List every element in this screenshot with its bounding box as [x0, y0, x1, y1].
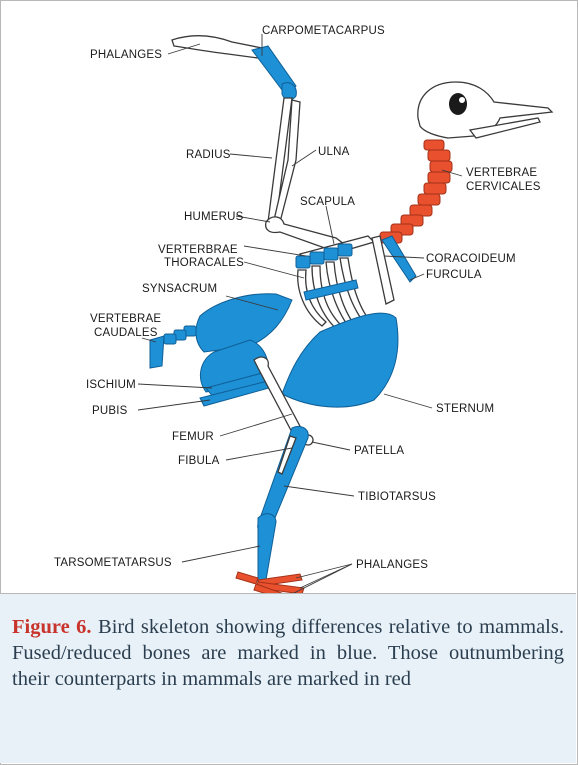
tarsometatarsus-bone: [258, 514, 276, 582]
label-humerus: HUMERUS: [184, 211, 244, 223]
bird-skeleton-diagram: .bone { fill: #ffffff; stroke: #3a3a3a; …: [0, 0, 578, 593]
leader-lines: [138, 34, 462, 593]
label-ulna: ULNA: [318, 146, 350, 158]
label-synsacrum: SYNSACRUM: [142, 283, 217, 295]
wing-phalanges-bone: [172, 36, 262, 58]
caption-paragraph: Figure 6. Bird skeleton showing differen…: [12, 614, 564, 692]
label-verterbrae-thoracales-2: THORACALES: [164, 257, 244, 269]
label-vertebrae-caudales-2: CAUDALES: [94, 327, 158, 339]
label-vertebrae-cervicales-1: VERTEBRAE: [466, 167, 537, 179]
label-phalanges-foot: PHALANGES: [356, 559, 428, 571]
label-phalanges-wing: PHALANGES: [90, 49, 162, 61]
label-carpometacarpus: CARPOMETACARPUS: [262, 25, 385, 37]
eye-ring: [459, 97, 465, 103]
label-patella: PATELLA: [354, 445, 404, 457]
label-sternum: STERNUM: [436, 403, 494, 415]
sternum-bone: [282, 313, 398, 407]
label-tibiotarsus: TIBIOTARSUS: [358, 491, 436, 503]
figure-caption: Figure 6. Bird skeleton showing differen…: [0, 593, 576, 763]
label-coracoideum: CORACOIDEUM: [426, 253, 516, 265]
label-radius: RADIUS: [186, 149, 231, 161]
label-femur: FEMUR: [172, 431, 214, 443]
label-scapula: SCAPULA: [300, 196, 355, 208]
label-vertebrae-cervicales-2: CERVICALES: [466, 181, 541, 193]
caption-figure-label: Figure 6.: [12, 616, 92, 638]
caption-text: Bird skeleton showing differences relati…: [12, 616, 564, 690]
head-neck: [380, 82, 552, 243]
eye-socket: [449, 93, 467, 115]
label-tarsometatarsus: TARSOMETATARSUS: [54, 557, 172, 569]
label-furcula: FURCULA: [426, 269, 482, 281]
label-verterbrae-thoracales-1: VERTERBRAE: [158, 244, 238, 256]
label-pubis: PUBIS: [92, 405, 128, 417]
foot-phalanges: [236, 572, 304, 593]
label-ischium: ISCHIUM: [86, 379, 136, 391]
label-fibula: FIBULA: [178, 455, 220, 467]
cervical-vertebrae: [380, 140, 452, 243]
label-vertebrae-caudales-1: VERTEBRAE: [90, 313, 161, 325]
